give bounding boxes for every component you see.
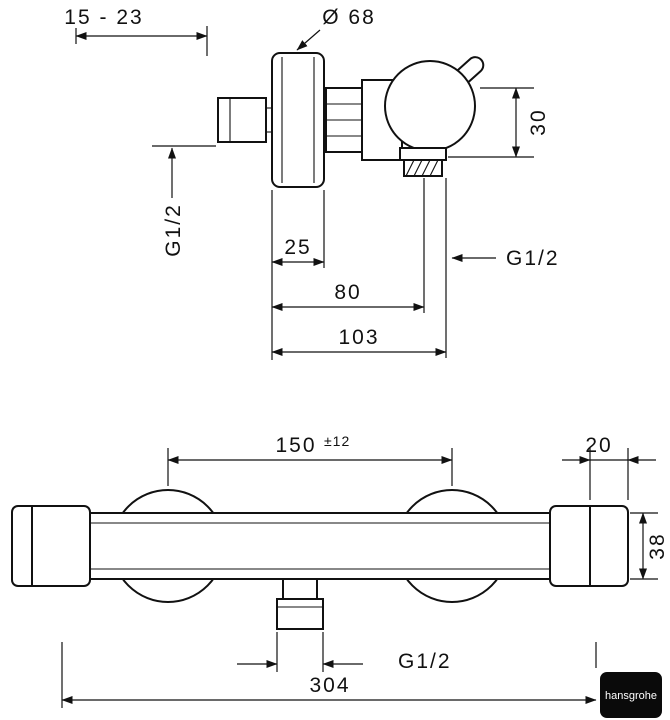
logo-background — [600, 672, 662, 718]
outlet-thread-front-label: G1/2 — [398, 650, 452, 673]
dim-103-label: 103 — [338, 326, 379, 349]
inlet-thread-callout: G1/2 — [152, 145, 216, 257]
dim-outlet-height: 30 — [448, 87, 550, 158]
dim-overall-width: 304 — [61, 642, 597, 708]
handle-left-body — [11, 505, 91, 587]
inlet-square — [217, 97, 267, 143]
thread-hatch-4 — [429, 159, 439, 177]
dim-inlet-centers: 150 ±12 — [167, 433, 453, 486]
dim-escutcheon-diameter: Ø 68 — [296, 6, 376, 51]
side-view: 15 - 23 Ø 68 30 G1/2 — [64, 6, 560, 360]
dim-diameter-label: Ø 68 — [322, 6, 376, 29]
escutcheon-side — [271, 52, 325, 188]
thread-hatch-3 — [421, 159, 431, 177]
thread-hatch-2 — [413, 159, 423, 177]
outlet-thread-side-label: G1/2 — [506, 247, 560, 270]
dim-diameter-leader — [296, 29, 321, 51]
dim-body-diameter: 38 — [630, 512, 669, 580]
dim-outlet-height-label: 30 — [527, 108, 550, 135]
outlet-flange — [399, 147, 447, 161]
outlet-front — [276, 578, 324, 630]
dim-wall-depth-label: 15 - 23 — [64, 6, 143, 29]
brand-logo: hansgrohe — [600, 672, 662, 718]
inlet-thread-label: G1/2 — [162, 203, 185, 257]
coupling-nut — [325, 87, 363, 153]
inlet-fitting — [217, 97, 272, 143]
dim-150-tolerance-label: ±12 — [324, 433, 350, 449]
dim-25-label: 25 — [284, 236, 311, 259]
dim-80-label: 80 — [334, 281, 361, 304]
thermostat-head — [384, 60, 476, 152]
thread-hatch-1 — [405, 159, 415, 177]
dim-150-label: 150 — [275, 434, 316, 457]
dim-wall-depth: 15 - 23 — [64, 6, 208, 56]
outlet-thread-callout-front: G1/2 — [237, 632, 452, 673]
escutcheon-body — [271, 52, 325, 188]
hansgrohe-logo-text: hansgrohe — [605, 690, 657, 702]
outlet-neck — [282, 578, 318, 600]
front-view: 150 ±12 20 38 G1/2 — [11, 433, 669, 718]
outlet-block — [276, 598, 324, 630]
dim-handle-cap: 20 — [562, 434, 656, 500]
handle-right — [549, 505, 629, 587]
side-view-dim-chain: 25 80 103 G1/2 — [271, 178, 560, 360]
mixer-bar — [87, 512, 553, 580]
dim-38-label: 38 — [646, 532, 669, 559]
outlet-side — [399, 147, 447, 177]
handle-left — [11, 505, 91, 587]
dim-20-label: 20 — [585, 434, 612, 457]
dim-304-label: 304 — [309, 674, 350, 697]
